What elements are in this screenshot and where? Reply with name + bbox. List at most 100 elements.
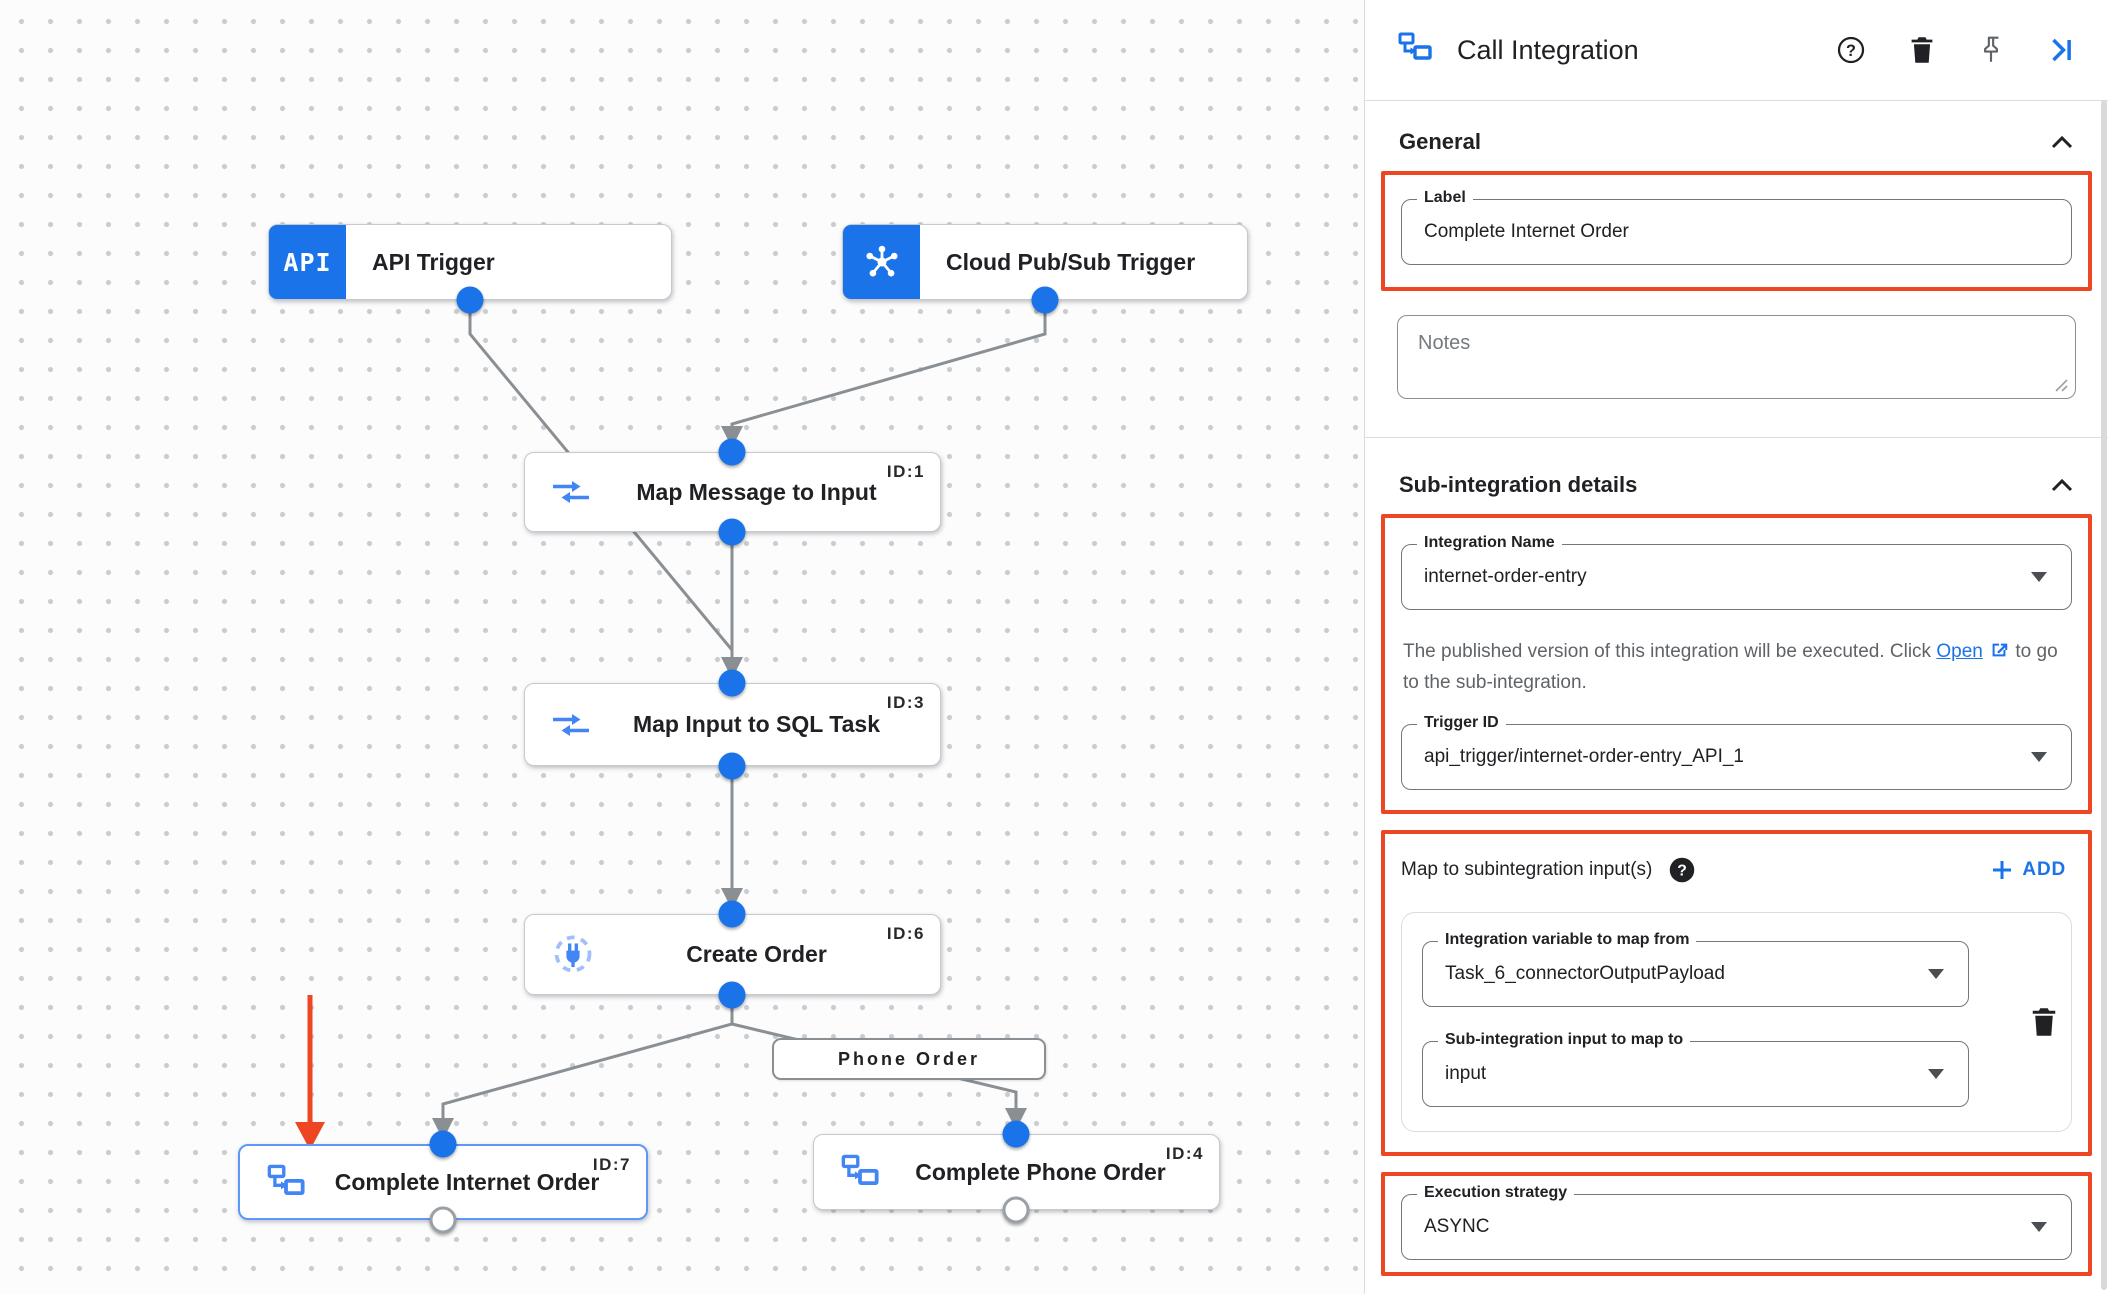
- mapping-heading: Map to subintegration input(s): [1401, 859, 1653, 880]
- node-id-badge: ID:7: [592, 1155, 631, 1174]
- map-to-select[interactable]: Sub-integration input to map to input: [1422, 1031, 1969, 1107]
- section-divider: [1365, 437, 2108, 438]
- section-sub-integration: Sub-integration details Integration Name…: [1365, 472, 2108, 1276]
- label-field[interactable]: Label Complete Internet Order: [1401, 189, 2072, 265]
- map-to-caption: Sub-integration input to map to: [1438, 1031, 1691, 1049]
- connector-dot[interactable]: [718, 900, 746, 928]
- node-title: Cloud Pub/Sub Trigger: [946, 248, 1196, 275]
- label-field-caption: Label: [1417, 189, 1473, 207]
- highlight-box-label: Label Complete Internet Order: [1381, 171, 2092, 291]
- config-panel: Call Integration ? Ge: [1364, 0, 2108, 1294]
- sub-integration-heading: Sub-integration details: [1399, 472, 1638, 497]
- helper-text-after: to go to the sub-integration.: [1403, 641, 2058, 693]
- plus-icon: [1991, 859, 2013, 881]
- open-sub-integration-link[interactable]: Open: [1936, 641, 1983, 662]
- trigger-id-select[interactable]: Trigger ID api_trigger/internet-order-en…: [1401, 714, 2072, 790]
- data-mapping-icon: [551, 711, 591, 738]
- map-to-value: input: [1445, 1063, 1487, 1084]
- node-title: Map Input to SQL Task: [632, 711, 881, 737]
- node-id-badge: ID:4: [1165, 1144, 1204, 1163]
- api-trigger-icon: API: [269, 225, 346, 299]
- delete-mapping-button[interactable]: [2029, 1006, 2059, 1039]
- delete-button[interactable]: [1908, 35, 1936, 65]
- node-id-badge: ID:1: [886, 462, 925, 481]
- help-button[interactable]: ?: [1836, 35, 1866, 65]
- node-title: Map Message to Input: [636, 478, 877, 505]
- data-mapping-icon: [551, 479, 591, 506]
- red-annotation-arrow: [295, 995, 325, 1150]
- connector-dot[interactable]: [456, 286, 484, 314]
- notes-placeholder: Notes: [1418, 332, 1471, 354]
- highlight-box-sub-integration: Integration Name internet-order-entry Th…: [1381, 514, 2092, 814]
- edge-create-order-to-internet: [441, 995, 734, 1120]
- panel-header: Call Integration ?: [1365, 0, 2108, 101]
- dropdown-caret-icon: [2031, 1222, 2047, 1232]
- map-from-caption: Integration variable to map from: [1438, 931, 1697, 949]
- api-icon-text: API: [283, 247, 332, 277]
- collapse-panel-icon[interactable]: [2046, 35, 2076, 65]
- integration-name-value: internet-order-entry: [1424, 566, 1587, 587]
- panel-title: Call Integration: [1457, 34, 1639, 65]
- connector-dot-empty[interactable]: [429, 1206, 457, 1234]
- execution-strategy-caption: Execution strategy: [1417, 1184, 1575, 1202]
- connector-dot[interactable]: [718, 981, 746, 1009]
- node-id-badge: ID:3: [886, 693, 925, 712]
- add-button-label: ADD: [2022, 859, 2066, 880]
- node-title: API Trigger: [372, 248, 495, 275]
- dropdown-caret-icon: [2031, 752, 2047, 762]
- trigger-id-caption: Trigger ID: [1417, 714, 1506, 732]
- connector-dot-empty[interactable]: [1002, 1196, 1030, 1224]
- notes-input[interactable]: Notes: [1397, 315, 2076, 399]
- add-mapping-button[interactable]: ADD: [1985, 858, 2072, 882]
- connector-dot[interactable]: [718, 518, 746, 546]
- integration-name-select[interactable]: Integration Name internet-order-entry: [1401, 534, 2072, 610]
- node-title: Complete Internet Order: [334, 1168, 600, 1195]
- dropdown-caret-icon: [1928, 969, 1944, 979]
- node-title: Create Order: [686, 941, 827, 967]
- resize-handle-icon[interactable]: [2054, 378, 2068, 392]
- connector-dot[interactable]: [718, 438, 746, 466]
- edge-label-phone-order[interactable]: Phone Order: [772, 1038, 1046, 1080]
- dropdown-caret-icon: [2031, 572, 2047, 582]
- connector-dot[interactable]: [718, 669, 746, 697]
- connector-icon: [551, 933, 595, 977]
- call-integration-icon: [840, 1153, 880, 1191]
- highlight-box-mapping: Map to subintegration input(s) ? ADD: [1381, 830, 2092, 1156]
- svg-text:?: ?: [1678, 863, 1688, 880]
- connector-dot[interactable]: [429, 1130, 457, 1158]
- node-map-input-to-sql-task[interactable]: ID:3 Map Input to SQL Task: [524, 683, 941, 766]
- connector-dot[interactable]: [1002, 1120, 1030, 1148]
- call-integration-icon: [1397, 31, 1433, 70]
- trigger-id-value: api_trigger/internet-order-entry_API_1: [1424, 746, 1745, 767]
- highlight-box-execution: Execution strategy ASYNC: [1381, 1172, 2092, 1276]
- connector-dot[interactable]: [1031, 286, 1059, 314]
- helper-text-before: The published version of this integratio…: [1403, 641, 1937, 662]
- mapping-help-icon[interactable]: ?: [1668, 856, 1696, 884]
- collapse-sub-integration-chevron-icon[interactable]: [2050, 478, 2074, 493]
- published-version-helper-text: The published version of this integratio…: [1403, 636, 2070, 698]
- svg-text:?: ?: [1846, 42, 1856, 60]
- section-general: General Label Complete Internet Order No…: [1365, 101, 2108, 399]
- pin-button[interactable]: [1978, 35, 2004, 65]
- execution-strategy-value: ASYNC: [1424, 1216, 1490, 1237]
- integration-name-caption: Integration Name: [1417, 534, 1562, 552]
- edge-pubsub-to-map-message: [730, 300, 1047, 428]
- edge-layer: [295, 300, 1047, 1150]
- call-integration-icon: [266, 1163, 306, 1201]
- mapping-card: Integration variable to map from Task_6_…: [1401, 912, 2072, 1132]
- panel-scrollbar[interactable]: [2101, 100, 2107, 1290]
- dropdown-caret-icon: [1928, 1069, 1944, 1079]
- node-title: Complete Phone Order: [915, 1158, 1166, 1185]
- workflow-canvas[interactable]: API API Trigger Cloud Pub/Sub Trigger: [0, 0, 1364, 1294]
- execution-strategy-select[interactable]: Execution strategy ASYNC: [1401, 1184, 2072, 1260]
- collapse-general-chevron-icon[interactable]: [2050, 135, 2074, 150]
- node-id-badge: ID:6: [886, 924, 925, 943]
- pubsub-icon: [843, 225, 920, 299]
- label-field-value: Complete Internet Order: [1424, 221, 1629, 242]
- connector-dot[interactable]: [718, 752, 746, 780]
- map-from-select[interactable]: Integration variable to map from Task_6_…: [1422, 931, 1969, 1007]
- external-link-icon[interactable]: [1988, 639, 2010, 661]
- general-heading: General: [1399, 129, 1481, 154]
- edge-arrowheads: [432, 426, 1027, 1140]
- map-from-value: Task_6_connectorOutputPayload: [1445, 963, 1725, 984]
